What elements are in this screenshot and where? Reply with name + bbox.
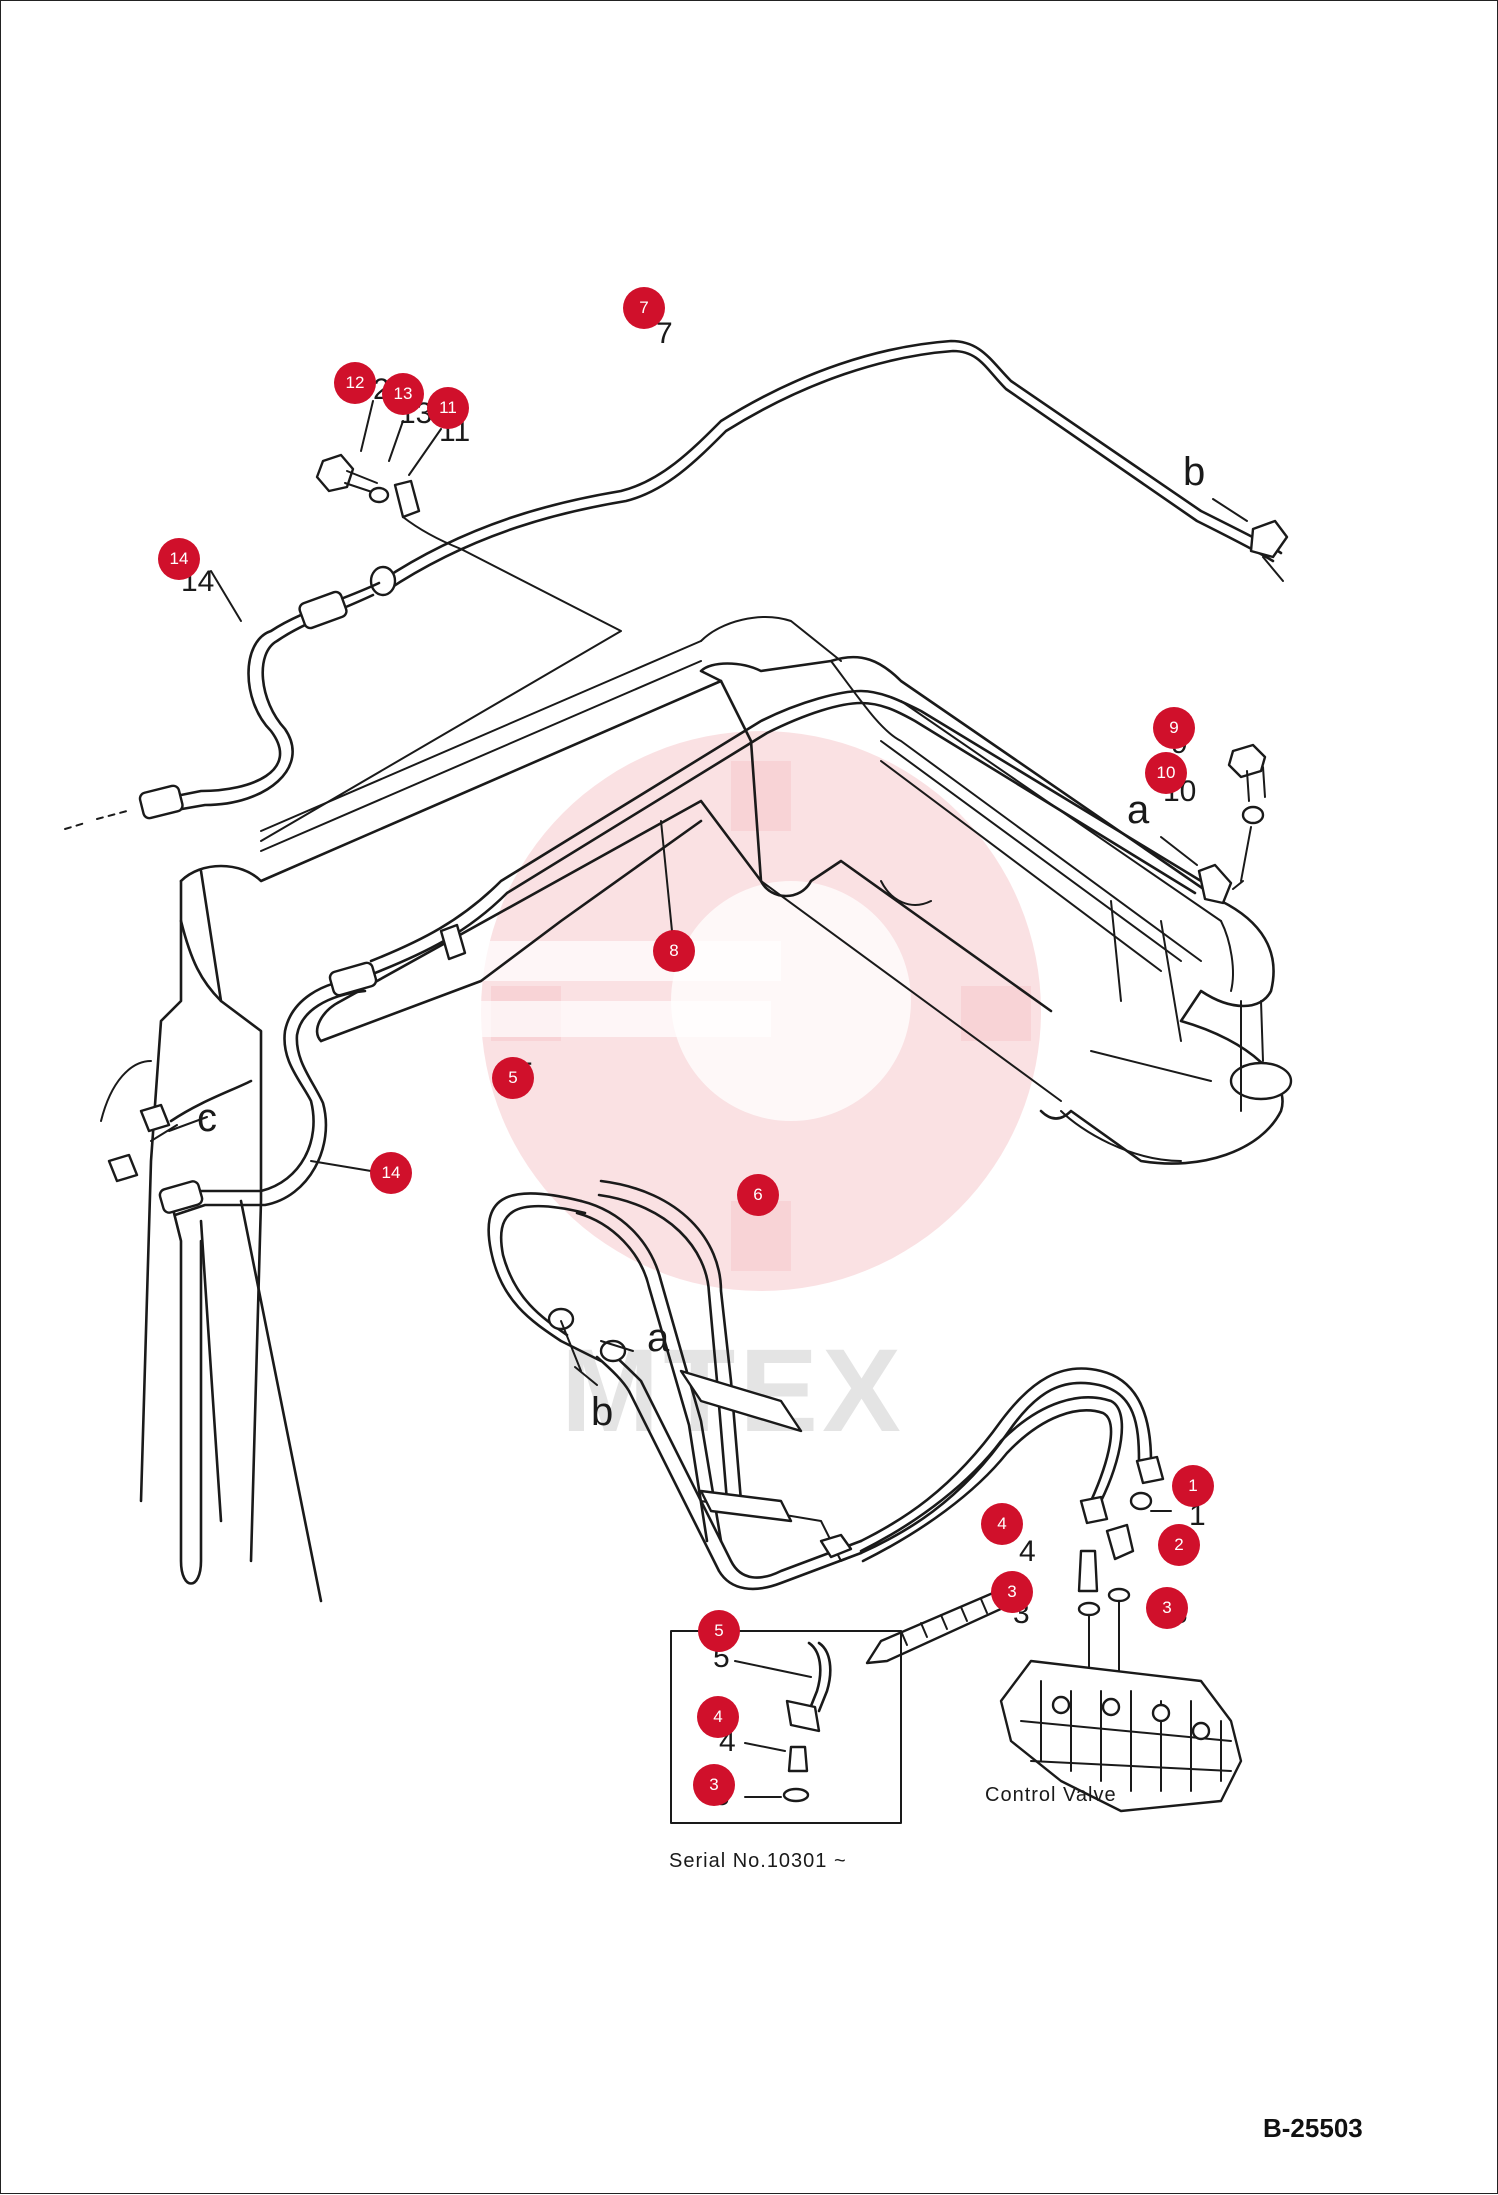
hose-end-2 xyxy=(1079,1495,1109,1525)
serial-inset-box xyxy=(670,1630,902,1824)
connection-letter-a-bottom: a xyxy=(647,1316,670,1360)
serial-label: Serial No.10301 ~ xyxy=(669,1850,847,1872)
svg-text:1: 1 xyxy=(1189,1499,1206,1532)
watermark-logo: MTEX xyxy=(451,731,1041,1457)
callout-2[interactable]: 2 xyxy=(1158,1524,1200,1566)
washer-13 xyxy=(368,486,390,504)
fitting-1 xyxy=(1129,1491,1153,1511)
control-valve xyxy=(999,1659,1243,1813)
callout-14-lower[interactable]: 14 xyxy=(370,1152,412,1194)
callout-14-upper[interactable]: 14 xyxy=(158,538,200,580)
control-valve-label: Control Valve xyxy=(985,1784,1117,1806)
callout-1[interactable]: 1 xyxy=(1172,1465,1214,1507)
callout-12[interactable]: 12 xyxy=(334,362,376,404)
connection-letter-a-top: a xyxy=(1127,788,1150,832)
fitting-7-end xyxy=(1249,519,1289,559)
hose-6 xyxy=(599,1179,743,1503)
callout-11[interactable]: 11 xyxy=(427,387,469,429)
clip-11 xyxy=(393,479,421,519)
callout-8[interactable]: 8 xyxy=(653,930,695,972)
callout-10[interactable]: 10 xyxy=(1145,752,1187,794)
callout-6[interactable]: 6 xyxy=(737,1174,779,1216)
diagram-code: B-25503 xyxy=(1263,2113,1363,2143)
callout-9[interactable]: 9 xyxy=(1153,707,1195,749)
callout-4-main[interactable]: 4 xyxy=(981,1503,1023,1545)
callout-3-inset[interactable]: 3 xyxy=(693,1764,735,1806)
callout-3-left[interactable]: 3 xyxy=(991,1571,1033,1613)
callout-5-inset[interactable]: 5 xyxy=(698,1610,740,1652)
connection-letter-b-bottom: b xyxy=(591,1390,613,1434)
connection-letter-c: c xyxy=(197,1096,217,1140)
hose-14-lower xyxy=(169,977,363,1203)
tube-8 xyxy=(369,689,1203,963)
bolt-12 xyxy=(315,453,378,494)
hose-5 xyxy=(487,1192,603,1363)
bolt-9 xyxy=(1227,743,1267,802)
callout-13[interactable]: 13 xyxy=(382,373,424,415)
callout-4-inset[interactable]: 4 xyxy=(697,1696,739,1738)
fitting-4 xyxy=(1077,1549,1099,1593)
hose-end-1 xyxy=(1135,1455,1165,1485)
washer-10 xyxy=(1241,805,1265,825)
callout-3-right[interactable]: 3 xyxy=(1146,1587,1188,1629)
oring-3a xyxy=(1077,1601,1101,1617)
callout-7[interactable]: 7 xyxy=(623,287,665,329)
svg-text:4: 4 xyxy=(1019,1535,1036,1568)
fitting-2 xyxy=(1105,1523,1135,1561)
connection-letter-b-top: b xyxy=(1183,450,1205,494)
arm-left xyxy=(100,869,323,1603)
svg-text:7: 7 xyxy=(656,317,673,350)
oring-3b xyxy=(1107,1587,1131,1603)
tube-7 xyxy=(379,339,1283,583)
boom-arm xyxy=(179,616,1293,1165)
callout-5-main[interactable]: 5 xyxy=(492,1057,534,1099)
